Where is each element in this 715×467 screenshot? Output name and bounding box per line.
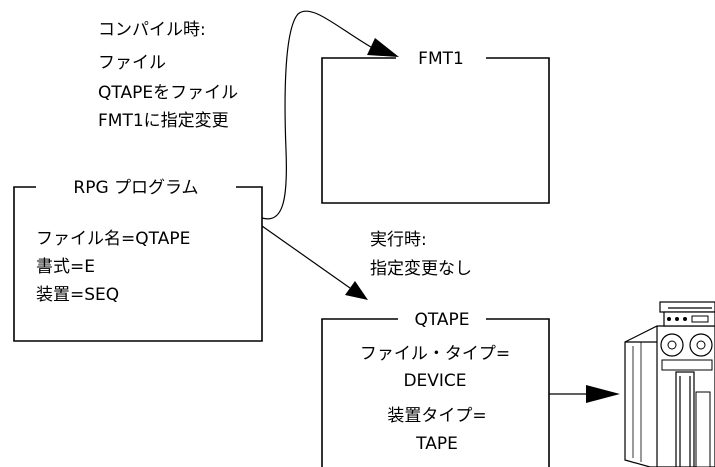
qtape-device-type-label: 装置タイプ= [387, 406, 486, 426]
program-format: 書式=E [36, 257, 95, 277]
program-file-name: ファイル名=QTAPE [36, 229, 190, 249]
device-arrow [549, 385, 620, 403]
compile-note-line-3: QTAPEをファイル [98, 83, 238, 103]
qtape-file-type-value: DEVICE [403, 371, 466, 391]
compile-note-line-4: FMT1に指定変更 [98, 111, 229, 131]
fmt1-box: FMT1 [321, 49, 550, 204]
rpg-program-box: RPG プログラム ファイル名=QTAPE 書式=E 装置=SEQ [13, 178, 263, 342]
tape-drive-icon [624, 301, 715, 467]
runtime-arrow [261, 225, 368, 300]
compile-override-arrow [261, 10, 399, 220]
qtape-box: QTAPE ファイル・タイプ= DEVICE 装置タイプ= TAPE [321, 310, 550, 467]
runtime-note: 実行時: 指定変更なし [370, 230, 472, 279]
runtime-note-line-2: 指定変更なし [370, 259, 472, 279]
compile-note-line-2: ファイル [98, 53, 166, 73]
rpg-program-title: RPG プログラム [73, 178, 198, 198]
program-device: 装置=SEQ [36, 285, 119, 305]
compile-time-note: コンパイル時: ファイル QTAPEをファイル FMT1に指定変更 [98, 20, 238, 131]
compile-note-line-1: コンパイル時: [98, 20, 206, 40]
runtime-note-line-1: 実行時: [370, 230, 427, 250]
qtape-device-type-value: TAPE [415, 434, 458, 454]
fmt1-title: FMT1 [418, 49, 464, 69]
qtape-title: QTAPE [414, 310, 469, 330]
qtape-file-type-label: ファイル・タイプ= [360, 344, 510, 364]
